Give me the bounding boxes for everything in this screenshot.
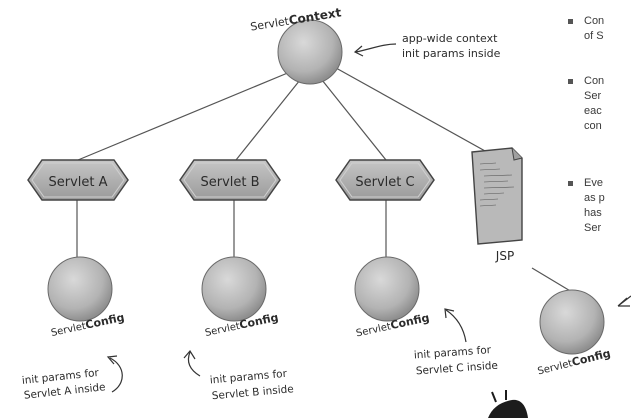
servlet-a-label: Servlet A — [48, 175, 107, 190]
sidebar-bullets: Con of S Con Ser eac con Eve as p has Se… — [568, 0, 631, 418]
line-context-to-servlet-c — [321, 79, 387, 161]
context-annotation-line2: init params inside — [402, 47, 501, 60]
servlet-b-note-line1: init params for — [209, 368, 288, 387]
context-annotation: app-wide context init params inside — [353, 32, 501, 60]
sidebar-bullet-3-line2: as p — [584, 192, 605, 204]
servlet-a-note: init params for Servlet A inside — [21, 355, 123, 402]
servlet-c-note-line1: init params for — [413, 344, 492, 361]
jsp-label: JSP — [495, 249, 514, 263]
servlet-c-config-node: ServletConfig — [354, 256, 431, 339]
context-annotation-line1: app-wide context — [402, 32, 498, 45]
bullet-square-icon — [568, 181, 573, 186]
sidebar-bullet-2-line2: Ser — [584, 90, 602, 102]
servlet-context-node: ServletContext — [249, 5, 343, 85]
servlet-b-config-node: ServletConfig — [201, 256, 280, 339]
sidebar-bullet-3-line4: Ser — [584, 222, 602, 234]
servlet-c-note-line2: Servlet C inside — [415, 360, 498, 378]
servlet-b-note-arrow-icon — [187, 351, 201, 377]
line-context-to-servlet-b — [235, 79, 301, 161]
sidebar-bullet-1-line1: Con — [584, 15, 605, 27]
servlet-b-node: Servlet B — [179, 159, 281, 201]
servlet-b-note: init params for Servlet B inside — [183, 349, 294, 402]
line-context-to-jsp — [335, 67, 513, 167]
bullet-square-icon — [568, 19, 573, 24]
sidebar-bullet-3-line3: has — [584, 207, 602, 219]
servlet-c-note-arrow-icon — [445, 309, 467, 343]
sidebar-bullet-1-line2: of S — [584, 30, 604, 42]
jsp-document-icon — [471, 147, 523, 245]
servlet-b-label: Servlet B — [200, 175, 259, 190]
sidebar-bullet-2-line4: con — [584, 120, 602, 132]
servlet-a-node: Servlet A — [27, 159, 129, 201]
jsp-config-arrow-icon — [617, 295, 631, 307]
sidebar-bullet-2-line3: eac — [584, 105, 602, 117]
servlet-a-config-node: ServletConfig — [47, 256, 126, 339]
connector-lines — [76, 67, 573, 293]
servlet-c-note: init params for Servlet C inside — [413, 308, 498, 378]
sidebar-bullet-2-line1: Con — [584, 75, 605, 87]
cartoon-figure-icon — [488, 390, 528, 418]
servlet-b-note-line2: Servlet B inside — [211, 383, 294, 402]
jsp-node: JSP — [471, 147, 523, 263]
sidebar-bullet-3-line1: Eve — [584, 177, 603, 189]
context-arrow-icon — [355, 43, 397, 53]
bullet-square-icon — [568, 79, 573, 84]
line-context-to-servlet-a — [77, 71, 291, 161]
servlet-a-note-arrow-icon — [109, 357, 123, 393]
servlet-c-node: Servlet C — [335, 159, 435, 201]
servlet-c-label: Servlet C — [355, 175, 414, 190]
line-jsp-to-config — [531, 267, 573, 293]
